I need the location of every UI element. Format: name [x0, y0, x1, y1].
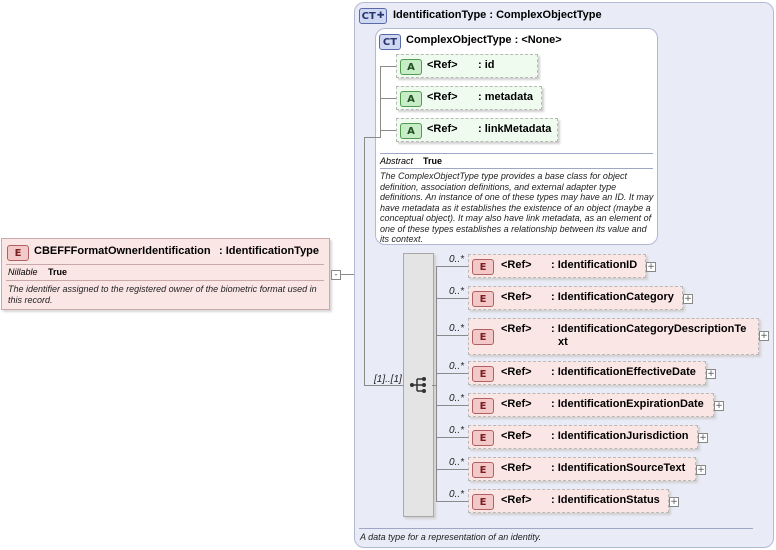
- root-element-name: CBEFFFormatOwnerIdentification: [34, 245, 211, 257]
- root-element-type: : IdentificationType: [219, 245, 320, 257]
- attribute-metadata[interactable]: A <Ref> : metadata: [396, 86, 542, 110]
- expand-toggle[interactable]: +: [696, 465, 706, 475]
- expand-toggle[interactable]: +: [706, 369, 716, 379]
- element-identification-id[interactable]: E <Ref> : IdentificationID: [468, 254, 646, 278]
- abstract-value: True: [423, 156, 443, 166]
- element-identification-status[interactable]: E <Ref> : IdentificationStatus: [468, 489, 669, 513]
- expand-toggle[interactable]: +: [683, 294, 693, 304]
- collapse-toggle[interactable]: -: [331, 270, 341, 280]
- identification-type-documentation: A data type for a representation of an i…: [360, 532, 542, 542]
- complex-object-type-documentation: The ComplexObjectType type provides a ba…: [380, 171, 654, 244]
- element-ref: <Ref>: [501, 462, 532, 474]
- identification-type-title: IdentificationType : ComplexObjectType: [393, 9, 602, 21]
- complex-type-icon: CT✚: [359, 8, 387, 24]
- element-icon: E: [472, 291, 494, 307]
- element-icon: E: [7, 245, 29, 261]
- element-name: : IdentificationJurisdiction: [551, 430, 689, 442]
- complex-object-type-title: ComplexObjectType : <None>: [406, 34, 562, 46]
- sequence-icon: [410, 377, 426, 393]
- element-ref: <Ref>: [501, 366, 532, 378]
- abstract-label: Abstract: [380, 156, 414, 166]
- element-name: : IdentificationCategoryDescriptionTe: [551, 323, 747, 335]
- nillable-label: Nillable: [8, 267, 38, 277]
- occurrence-label: 0..*: [449, 254, 465, 265]
- attribute-ref: <Ref>: [427, 59, 458, 71]
- element-icon: E: [472, 329, 494, 345]
- sequence-compositor[interactable]: [403, 253, 434, 517]
- occurrence-label: 0..*: [449, 457, 465, 468]
- attribute-name: : linkMetadata: [478, 123, 552, 135]
- attribute-id[interactable]: A <Ref> : id: [396, 54, 538, 78]
- occurrence-label: 0..*: [449, 393, 465, 404]
- attribute-icon: A: [400, 59, 422, 75]
- expand-toggle[interactable]: +: [698, 433, 708, 443]
- attribute-icon: A: [400, 91, 422, 107]
- element-icon: E: [472, 462, 494, 478]
- occurrence-label: 0..*: [449, 489, 465, 500]
- root-element-documentation: The identifier assigned to the registere…: [8, 284, 317, 305]
- element-name: : IdentificationCategory: [551, 291, 674, 303]
- element-icon: E: [472, 398, 494, 414]
- element-ref: <Ref>: [501, 259, 532, 271]
- occurrence-label: 0..*: [449, 361, 465, 372]
- sequence-occurrence: [1]..[1]: [374, 374, 402, 385]
- attribute-icon: A: [400, 123, 422, 139]
- occurrence-label: 0..*: [449, 425, 465, 436]
- expand-toggle[interactable]: +: [759, 331, 769, 341]
- expand-toggle[interactable]: +: [669, 497, 679, 507]
- expand-toggle[interactable]: +: [646, 262, 656, 272]
- element-icon: E: [472, 366, 494, 382]
- element-identification-expiration-date[interactable]: E <Ref> : IdentificationExpirationDate: [468, 393, 714, 417]
- element-identification-effective-date[interactable]: E <Ref> : IdentificationEffectiveDate: [468, 361, 706, 385]
- attribute-ref: <Ref>: [427, 123, 458, 135]
- element-name: : IdentificationID: [551, 259, 638, 271]
- expand-toggle[interactable]: +: [714, 401, 724, 411]
- element-ref: <Ref>: [501, 291, 532, 303]
- element-ref: <Ref>: [501, 494, 532, 506]
- attribute-link-metadata[interactable]: A <Ref> : linkMetadata: [396, 118, 558, 142]
- element-name: : IdentificationExpirationDate: [551, 398, 704, 410]
- element-identification-category[interactable]: E <Ref> : IdentificationCategory: [468, 286, 683, 310]
- element-name: : IdentificationSourceText: [551, 462, 686, 474]
- attribute-name: : id: [478, 59, 495, 71]
- element-ref: <Ref>: [501, 323, 532, 335]
- element-ref: <Ref>: [501, 398, 532, 410]
- root-element-box[interactable]: E CBEFFFormatOwnerIdentification : Ident…: [1, 238, 330, 310]
- occurrence-label: 0..*: [449, 323, 465, 334]
- element-name-continued: xt: [558, 336, 568, 348]
- element-identification-category-description-text[interactable]: E <Ref> : IdentificationCategoryDescript…: [468, 318, 759, 355]
- element-name: : IdentificationEffectiveDate: [551, 366, 696, 378]
- element-icon: E: [472, 259, 494, 275]
- complex-type-icon: CT: [379, 34, 401, 50]
- element-identification-jurisdiction[interactable]: E <Ref> : IdentificationJurisdiction: [468, 425, 698, 449]
- element-ref: <Ref>: [501, 430, 532, 442]
- nillable-value: True: [48, 267, 68, 277]
- occurrence-label: 0..*: [449, 286, 465, 297]
- element-icon: E: [472, 430, 494, 446]
- element-icon: E: [472, 494, 494, 510]
- attribute-ref: <Ref>: [427, 91, 458, 103]
- attribute-name: : metadata: [478, 91, 534, 103]
- element-name: : IdentificationStatus: [551, 494, 660, 506]
- element-identification-source-text[interactable]: E <Ref> : IdentificationSourceText: [468, 457, 696, 481]
